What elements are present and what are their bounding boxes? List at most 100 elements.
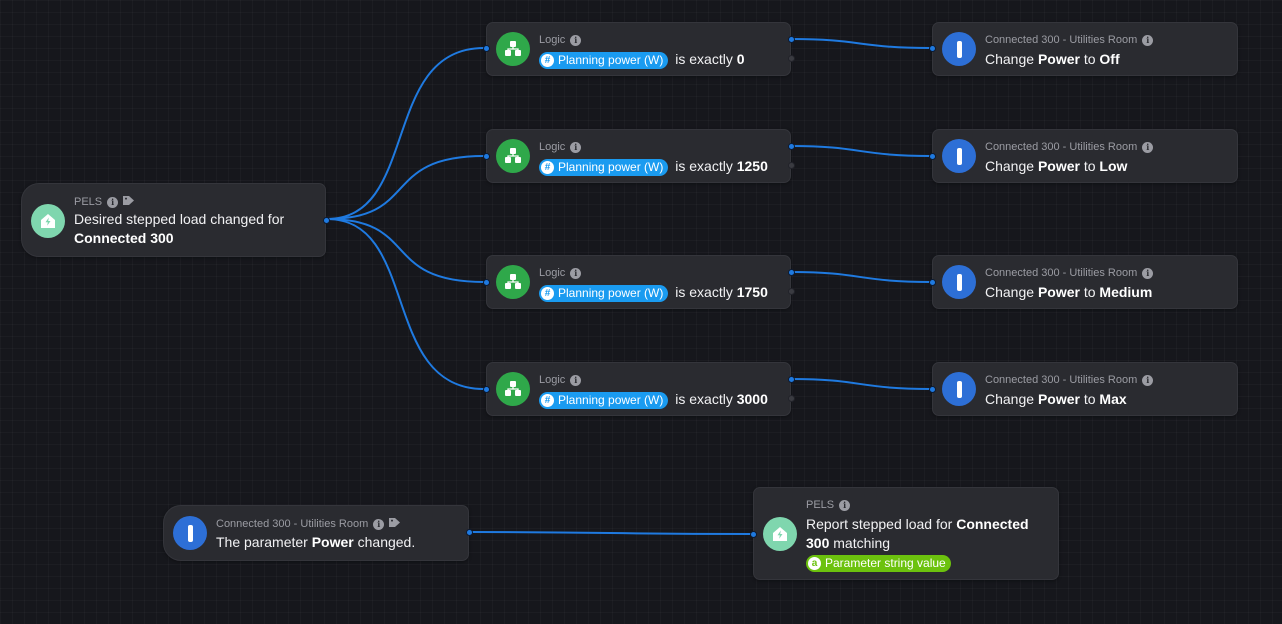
info-icon[interactable]: i bbox=[1142, 141, 1154, 153]
condition-value: 1750 bbox=[736, 284, 768, 300]
param-trigger-text: The parameter Power changed. bbox=[216, 533, 415, 552]
logic-card-4-true-port[interactable] bbox=[788, 376, 795, 383]
number-token-icon: # bbox=[541, 393, 554, 407]
planning-power-token[interactable]: #Planning power (W) bbox=[539, 158, 669, 176]
device-power-icon bbox=[942, 372, 976, 406]
logic-card-4[interactable]: Logic i #Planning power (W) is exactly 3… bbox=[483, 362, 795, 416]
logic-card-1-condition: #Planning power (W) is exactly 0 bbox=[539, 50, 745, 69]
logic-icon bbox=[496, 32, 530, 66]
info-icon[interactable]: i bbox=[1142, 267, 1154, 279]
info-icon[interactable]: i bbox=[1142, 374, 1154, 386]
wire-logic-1-to-action-1 bbox=[791, 38, 931, 49]
action-card-3-input-port[interactable] bbox=[929, 279, 936, 286]
action-card-4-text: Change Power to Max bbox=[985, 390, 1127, 409]
wire-trigger-to-logic-2 bbox=[326, 155, 485, 220]
action-card-power-off[interactable]: Connected 300 - Utilities Room i Change … bbox=[929, 22, 1238, 76]
param-trigger-prefix: The parameter bbox=[216, 534, 308, 550]
info-icon[interactable]: i bbox=[1142, 34, 1154, 46]
logic-card-3-header: Logic bbox=[539, 267, 566, 279]
number-token-icon: # bbox=[541, 286, 554, 300]
logic-card-1[interactable]: Logic i #Planning power (W) is exactly 0 bbox=[483, 22, 795, 76]
condition-text: is exactly bbox=[675, 284, 733, 300]
condition-text: is exactly bbox=[675, 391, 733, 407]
wire-param-to-report bbox=[469, 531, 752, 535]
action-card-2-text: Change Power to Low bbox=[985, 157, 1127, 176]
logic-card-3-true-port[interactable] bbox=[788, 269, 795, 276]
report-card-header: PELS bbox=[806, 499, 835, 511]
param-trigger-suffix: changed. bbox=[357, 534, 416, 550]
action-param: Power bbox=[1037, 284, 1080, 300]
tag-icon[interactable] bbox=[388, 517, 401, 531]
report-text-1: Report stepped load for bbox=[806, 516, 953, 532]
planning-power-label: Planning power (W) bbox=[558, 285, 664, 300]
logic-card-1-input-port[interactable] bbox=[483, 45, 490, 52]
logic-card-3[interactable]: Logic i # Planning power (W) is exactly 1… bbox=[483, 255, 795, 309]
action-verb: Change bbox=[985, 51, 1035, 67]
logic-icon bbox=[496, 265, 530, 299]
planning-power-label: Planning power (W) bbox=[558, 392, 664, 407]
action-card-power-max[interactable]: Connected 300 - Utilities Room i Change … bbox=[929, 362, 1238, 416]
planning-power-label: Planning power (W) bbox=[558, 52, 664, 67]
action-card-4-input-port[interactable] bbox=[929, 386, 936, 393]
logic-icon bbox=[496, 372, 530, 406]
trigger-output-port[interactable] bbox=[323, 217, 330, 224]
logic-card-2[interactable]: Logic i #Planning power (W) is exactly 1… bbox=[483, 129, 795, 183]
action-card-report-stepped-load[interactable]: PELS i Report stepped load for Connected… bbox=[750, 487, 1059, 580]
tag-icon[interactable] bbox=[122, 195, 135, 209]
condition-value: 0 bbox=[736, 51, 745, 67]
logic-card-1-header: Logic bbox=[539, 34, 566, 46]
logic-card-2-true-port[interactable] bbox=[788, 143, 795, 150]
parameter-string-value-label: Parameter string value bbox=[825, 555, 946, 570]
action-card-1-header: Connected 300 - Utilities Room bbox=[985, 34, 1138, 46]
planning-power-token[interactable]: # Planning power (W) bbox=[539, 284, 669, 302]
action-card-2-input-port[interactable] bbox=[929, 153, 936, 160]
report-bold-1: Connected bbox=[956, 516, 1029, 532]
trigger-card-parameter-changed[interactable]: Connected 300 - Utilities Room i The par… bbox=[163, 505, 473, 561]
number-token-icon: # bbox=[541, 53, 554, 67]
planning-power-token[interactable]: # Planning power (W) bbox=[539, 391, 669, 409]
parameter-string-value-token[interactable]: a Parameter string value bbox=[806, 554, 951, 572]
info-icon[interactable]: i bbox=[839, 499, 851, 511]
logic-card-4-false-port[interactable] bbox=[788, 395, 795, 402]
logic-card-4-input-port[interactable] bbox=[483, 386, 490, 393]
action-joiner: to bbox=[1083, 158, 1096, 174]
wire-trigger-to-logic-4 bbox=[326, 218, 485, 390]
string-token-icon: a bbox=[808, 556, 821, 570]
info-icon[interactable]: i bbox=[570, 141, 582, 153]
action-value: Low bbox=[1099, 158, 1128, 174]
logic-card-2-condition: #Planning power (W) is exactly 1250 bbox=[539, 157, 768, 176]
device-power-icon bbox=[942, 32, 976, 66]
logic-card-3-input-port[interactable] bbox=[483, 279, 490, 286]
action-param: Power bbox=[1037, 391, 1080, 407]
info-icon[interactable]: i bbox=[570, 34, 582, 46]
action-card-power-medium[interactable]: Connected 300 - Utilities Room i Change … bbox=[929, 255, 1238, 309]
action-card-1-text: Change Power to Off bbox=[985, 50, 1120, 69]
info-icon[interactable]: i bbox=[570, 267, 582, 279]
action-value: Max bbox=[1099, 391, 1127, 407]
trigger-card-desired-stepped-load[interactable]: PELS i Desired stepped load changed for … bbox=[21, 183, 330, 257]
info-icon[interactable]: i bbox=[373, 518, 385, 530]
action-value: Medium bbox=[1099, 284, 1153, 300]
action-card-4-header: Connected 300 - Utilities Room bbox=[985, 374, 1138, 386]
logic-card-2-input-port[interactable] bbox=[483, 153, 490, 160]
wire-trigger-to-logic-3 bbox=[326, 218, 485, 283]
device-power-icon bbox=[942, 139, 976, 173]
action-param: Power bbox=[1037, 158, 1080, 174]
wire-logic-2-to-action-2 bbox=[791, 145, 931, 157]
action-card-power-low[interactable]: Connected 300 - Utilities Room i Change … bbox=[929, 129, 1238, 183]
logic-card-3-false-port[interactable] bbox=[788, 288, 795, 295]
wire-logic-3-to-action-3 bbox=[791, 271, 931, 283]
action-card-1-input-port[interactable] bbox=[929, 45, 936, 52]
param-trigger-output-port[interactable] bbox=[466, 529, 473, 536]
logic-icon bbox=[496, 139, 530, 173]
report-card-input-port[interactable] bbox=[750, 531, 757, 538]
planning-power-token[interactable]: # Planning power (W) bbox=[539, 51, 669, 69]
info-icon[interactable]: i bbox=[570, 374, 582, 386]
logic-card-2-false-port[interactable] bbox=[788, 162, 795, 169]
param-trigger-param: Power bbox=[311, 534, 354, 550]
pels-app-icon bbox=[31, 204, 65, 238]
logic-card-1-true-port[interactable] bbox=[788, 36, 795, 43]
info-icon[interactable]: i bbox=[107, 196, 119, 208]
logic-card-1-false-port[interactable] bbox=[788, 55, 795, 62]
